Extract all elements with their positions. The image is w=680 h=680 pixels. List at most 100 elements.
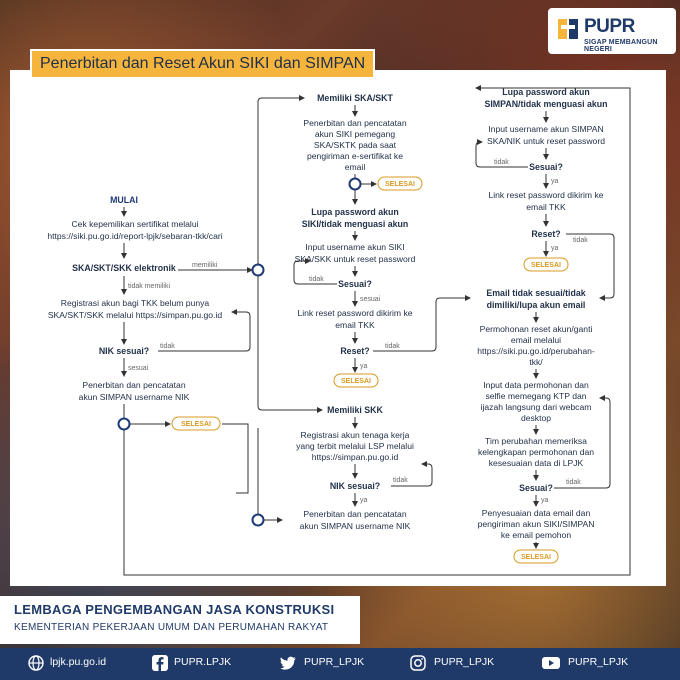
- register-skk-line2: yang terbit melalui LSP melalui: [296, 441, 414, 451]
- link-simpan-line2: email TKK: [526, 202, 566, 212]
- input-data-line1: Input data permohonan dan: [483, 380, 589, 390]
- page-title: Penerbitan dan Reset Akun SIKI dan SIMPA…: [30, 49, 376, 79]
- team-check-line2: kelengkapan permohonan dan: [478, 447, 594, 457]
- selesai-badge-final: [513, 549, 559, 564]
- label-tidak-memiliki: tidak memiliki: [128, 283, 170, 290]
- selesai-text-reset: SELESAI: [341, 378, 371, 385]
- request-line2: email melalui: [511, 335, 561, 345]
- selesai-text: SELESAI: [181, 421, 211, 428]
- label-tidak-siki: tidak: [309, 276, 324, 283]
- sesuai-team: Sesuai?: [519, 483, 553, 493]
- ska-electronic: SKA/SKT/SKK elektronik: [72, 263, 176, 273]
- input-data-line3: ijazah langsung dari webcam: [481, 402, 592, 412]
- facebook-icon[interactable]: [152, 655, 168, 671]
- label-ya-reset-simpan: ya: [551, 245, 559, 252]
- label-ya-nik: ya: [360, 497, 368, 504]
- has-ska-skt: Memiliki SKA/SKT: [317, 93, 393, 103]
- twitter-link[interactable]: PUPR_LPJK: [304, 656, 365, 668]
- lupa-siki-line2: SIKI/tidak menguasi akun: [302, 219, 409, 229]
- label-tidak-nik: tidak: [393, 477, 408, 484]
- input-siki-line2: SKA/SKK untuk reset password: [295, 254, 416, 264]
- youtube-link[interactable]: PUPR_LPJK: [568, 656, 629, 668]
- social-bar: lpjk.pu.go.id PUPR.LPJK PUPR_LPJK PUPR_L…: [0, 648, 680, 680]
- link-siki-line1: Link reset password dikirim ke: [297, 308, 412, 318]
- input-simpan-line2: SKA/NIK untuk reset password: [487, 136, 605, 146]
- pupr-logo: PUPR SIGAP MEMBANGUN NEGERI: [548, 8, 676, 54]
- issue-simpan-line1: Penerbitan dan pencatatan: [82, 380, 185, 390]
- lupa-siki-line1: Lupa password akun: [311, 207, 399, 217]
- junction-node-siki: [348, 177, 362, 191]
- issue-skk-line2: akun SIMPAN username NIK: [300, 521, 411, 531]
- input-siki-line1: Input username akun SIKI: [305, 242, 404, 252]
- nik-check-left: NIK sesuai?: [99, 346, 149, 356]
- flowchart-panel: [10, 70, 666, 586]
- label-memiliki: memiliki: [192, 262, 218, 269]
- selesai-badge-siki: [377, 176, 423, 191]
- instagram-link[interactable]: PUPR_LPJK: [434, 656, 495, 668]
- request-line1: Permohonan reset akun/ganti: [480, 324, 593, 334]
- issue-siki-line4: pengiriman e-sertifikat ke: [307, 151, 403, 161]
- issue-siki-line1: Penerbitan dan pencatatan: [303, 118, 406, 128]
- adjust-line3: ke email pemohon: [501, 530, 571, 540]
- footer-org: LEMBAGA PENGEMBANGAN JASA KONSTRUKSI KEM…: [0, 592, 680, 648]
- link-simpan-line1: Link reset password dikirim ke: [488, 190, 603, 200]
- selesai-text-siki: SELESAI: [385, 181, 415, 188]
- footer-org-bar: [0, 596, 360, 644]
- register-skk-line3: https://simpan.pu.go.id: [312, 452, 399, 462]
- email-issue-line2: dimiliki/lupa akun email: [487, 300, 586, 310]
- request-line4: tkk/: [529, 357, 543, 367]
- selesai-text-final: SELESAI: [521, 554, 551, 561]
- twitter-icon[interactable]: [280, 655, 296, 671]
- label-tidak-team: tidak: [566, 479, 581, 486]
- org-name: LEMBAGA PENGEMBANGAN JASA KONSTRUKSI: [14, 602, 335, 617]
- brand-name: PUPR: [584, 16, 635, 37]
- label-tidak-simpan: tidak: [494, 159, 509, 166]
- issue-simpan-line2: akun SIMPAN username NIK: [79, 392, 190, 402]
- issue-siki-line3: SKA/SKTK pada saat: [314, 140, 397, 150]
- input-data-line2: selfie memegang KTP dan: [485, 391, 586, 401]
- flowchart: MULAI Cek kepemilikan sertifikat melalui…: [47, 85, 631, 576]
- label-tidak-reset-simpan: tidak: [573, 237, 588, 244]
- register-skk-line1: Registrasi akun tenaga kerja: [301, 430, 410, 440]
- issue-skk-line1: Penerbitan dan pencatatan: [303, 509, 406, 519]
- junction-node-left: [117, 417, 131, 431]
- input-data-line4: desktop: [521, 413, 551, 423]
- selesai-badge: [171, 416, 221, 431]
- youtube-icon[interactable]: [542, 655, 560, 671]
- facebook-link[interactable]: PUPR.LPJK: [174, 656, 232, 668]
- adjust-line1: Penyesuaian data email dan: [482, 508, 591, 518]
- adjust-line2: pengiriman akun SIKI/SIMPAN: [478, 519, 595, 529]
- label-ya-team: ya: [541, 497, 549, 504]
- label-sesuai-siki: sesuai: [360, 296, 381, 303]
- lupa-simpan-line1: Lupa password akun: [502, 87, 590, 97]
- reset-simpan: Reset?: [531, 229, 560, 239]
- junction-node-mid: [251, 263, 265, 277]
- register-line1: Registrasi akun bagi TKK belum punya: [61, 298, 210, 308]
- label-tidak: tidak: [160, 343, 175, 350]
- team-check-line3: kesesuaian data di LPJK: [489, 458, 584, 468]
- sesuai-siki: Sesuai?: [338, 279, 372, 289]
- issue-siki-line5: email: [345, 162, 366, 172]
- website-link[interactable]: lpjk.pu.go.id: [50, 656, 107, 668]
- sesuai-simpan: Sesuai?: [529, 162, 563, 172]
- check-cert-line1: Cek kepemilikan sertifikat melalui: [71, 219, 198, 229]
- check-cert-line2: https://siki.pu.go.id/report-lpjk/sebara…: [47, 231, 222, 241]
- pupr-emblem-icon: [558, 19, 578, 39]
- selesai-badge-reset: [333, 373, 379, 388]
- input-simpan-line1: Input username akun SIMPAN: [488, 124, 603, 134]
- link-siki-line2: email TKK: [335, 320, 375, 330]
- label-tidak-reset: tidak: [385, 343, 400, 350]
- has-skk: Memiliki SKK: [327, 405, 383, 415]
- email-issue-line1: Email tidak sesuai/tidak: [486, 288, 585, 298]
- nik-check-mid: NIK sesuai?: [330, 481, 380, 491]
- lupa-simpan-line2: SIMPAN/tidak menguasi akun: [484, 99, 607, 109]
- register-line2: SKA/SKT/SKK melalui https://simpan.pu.go…: [48, 310, 223, 320]
- start-label: MULAI: [110, 195, 138, 205]
- issue-siki-line2: akun SIKI pemegang: [315, 129, 395, 139]
- label-ya-reset: ya: [360, 363, 368, 370]
- ministry-name: KEMENTERIAN PEKERJAAN UMUM DAN PERUMAHAN…: [14, 622, 329, 633]
- team-check-line1: Tim perubahan memeriksa: [485, 436, 587, 446]
- selesai-text-simpan: SELESAI: [531, 262, 561, 269]
- request-line3: https://siki.pu.go.id/perubahan-: [477, 346, 595, 356]
- instagram-icon[interactable]: [410, 655, 426, 671]
